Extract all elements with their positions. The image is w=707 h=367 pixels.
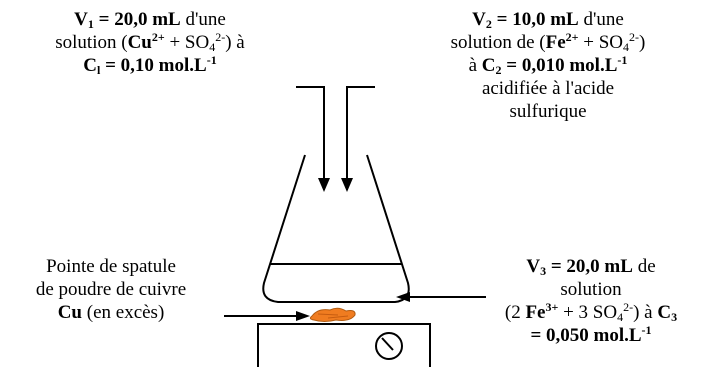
copper-powder-detail [317, 313, 349, 319]
label-copper-powder: Pointe de spatule de poudre de cuivre Cu… [35, 256, 187, 323]
v3-symbol: V [526, 256, 541, 277]
stirrer-dial-needle [381, 337, 394, 351]
stirrer-dial-icon [375, 332, 403, 360]
magnetic-stirrer [257, 323, 431, 367]
tube-1 [296, 86, 325, 190]
arrow-solution-head [396, 292, 410, 302]
tube-2 [346, 86, 375, 190]
tube-1-arrowhead [318, 178, 330, 192]
erlenmeyer-flask [262, 154, 410, 303]
v1-symbol: V [74, 9, 88, 30]
tube-2-arrowhead [341, 178, 353, 192]
label-v2-solution: V2 = 10,0 mL d'une solution de (Fe2+ + S… [450, 9, 646, 122]
v2-symbol: V [472, 9, 486, 30]
label-v1-solution: V1 = 20,0 mL d'une solution (Cu2+ + SO42… [55, 9, 245, 77]
label-v3-solution: V3 = 20,0 mL de solution (2 Fe3+ + 3 SO4… [504, 256, 678, 346]
arrow-copper-head [296, 311, 310, 321]
